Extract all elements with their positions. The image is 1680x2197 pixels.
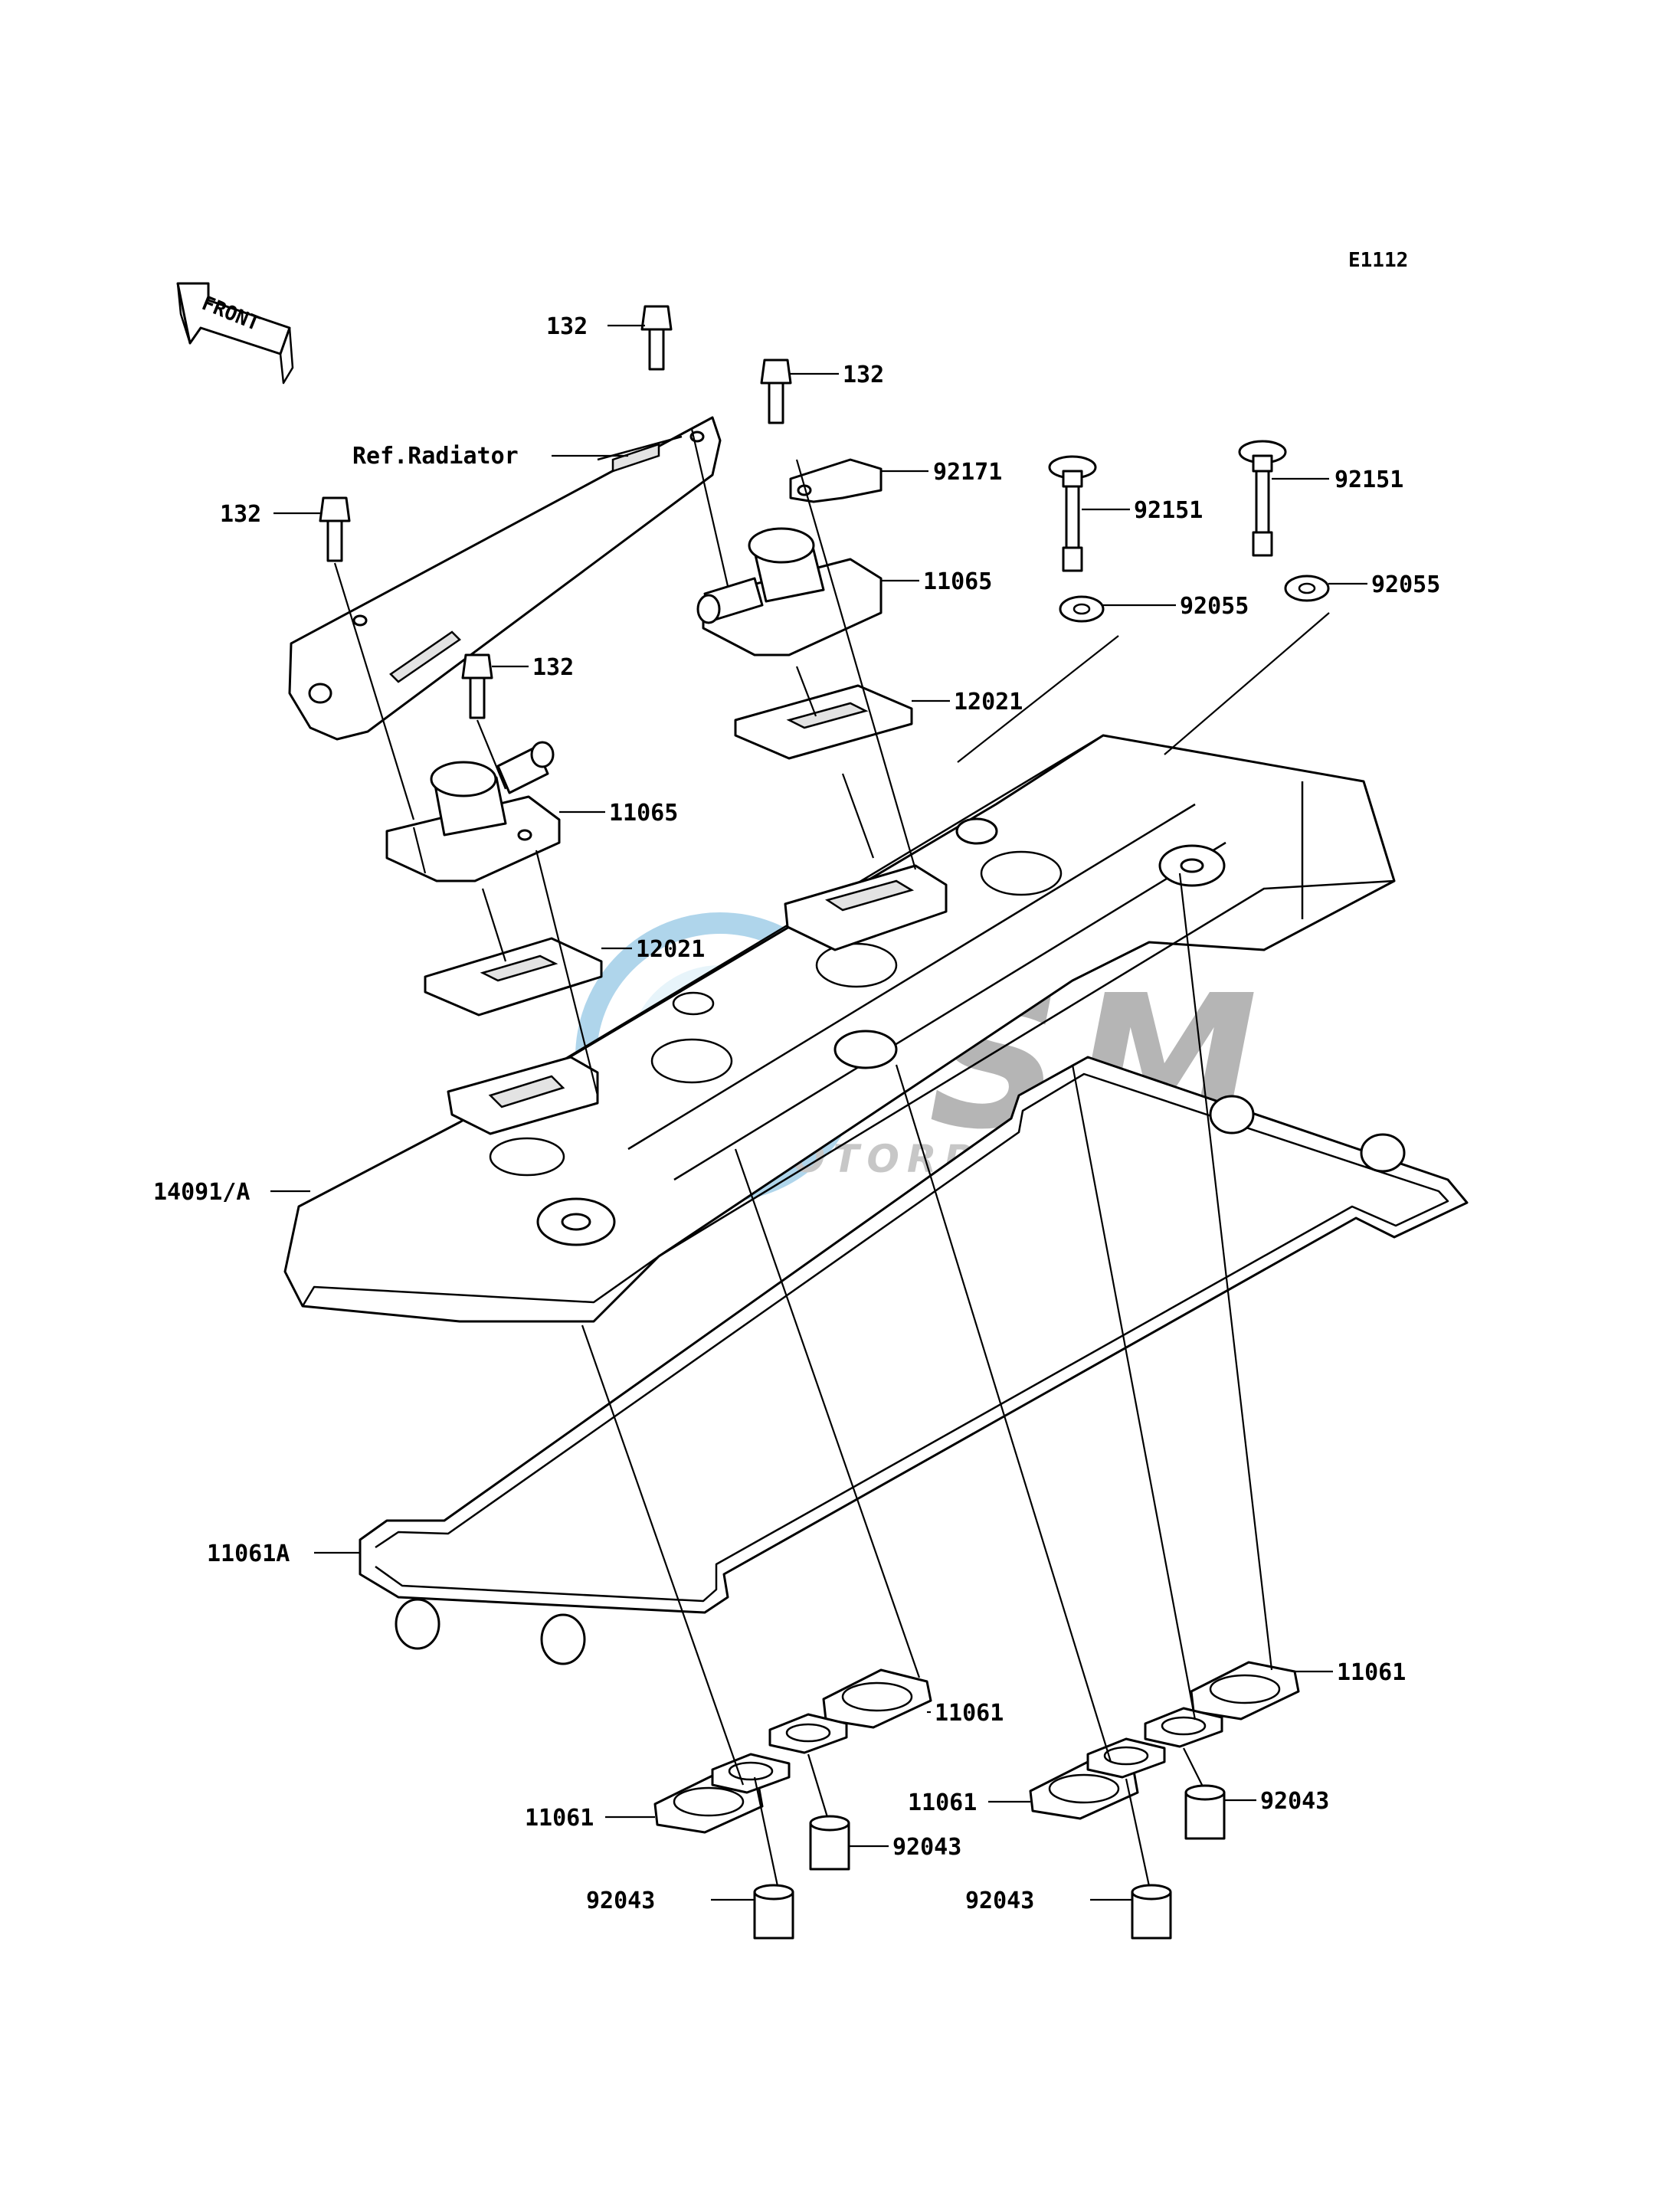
callout-92171: 92171 xyxy=(933,459,1002,486)
collar-92043-right xyxy=(1184,1784,1226,1840)
diagram-code: E1112 xyxy=(1348,249,1408,272)
callout-11061-right: 11061 xyxy=(1337,1659,1406,1686)
cylinder-head-cover xyxy=(283,734,1396,1323)
collar-92043-left xyxy=(753,1884,794,1940)
callout-11061-center: 11061 xyxy=(935,1700,1004,1727)
callout-11065-lower: 11065 xyxy=(609,800,678,827)
washer-92055-left xyxy=(1059,595,1105,623)
callout-92151-left: 92151 xyxy=(1134,497,1203,524)
cap-11065-lower xyxy=(385,741,561,882)
callout-12021-lower: 12021 xyxy=(636,936,705,963)
callout-132-left: 132 xyxy=(220,501,261,528)
washer-92055-right xyxy=(1284,575,1330,602)
plate-12021-upper xyxy=(734,684,913,760)
callout-11061A: 11061A xyxy=(207,1541,290,1567)
bolt-92151-left xyxy=(1048,455,1097,572)
leader-lines xyxy=(270,324,1367,1901)
gasket-11061A xyxy=(359,1056,1469,1665)
callout-11065-upper: 11065 xyxy=(923,568,992,595)
callout-12021-upper: 12021 xyxy=(954,689,1023,715)
assembly-guide-lines xyxy=(333,428,1330,1887)
collar-92043-midright xyxy=(1131,1884,1172,1940)
gasket-11061-midright xyxy=(1029,1737,1166,1820)
bolt-132-lower xyxy=(461,653,493,719)
callout-132-lower: 132 xyxy=(532,654,574,681)
bolt-132-right xyxy=(760,359,792,424)
cap-11065-upper xyxy=(696,527,883,656)
callout-132-top: 132 xyxy=(546,313,588,340)
callout-11061-midright: 11061 xyxy=(908,1789,977,1816)
bolt-92151-right xyxy=(1238,440,1287,557)
callout-92043-left: 92043 xyxy=(586,1888,655,1914)
bolt-132-top xyxy=(640,305,673,371)
gasket-11061-right xyxy=(1144,1661,1300,1748)
callout-92043-center: 92043 xyxy=(892,1834,961,1861)
callout-92055-right: 92055 xyxy=(1371,571,1440,598)
gasket-11061-center xyxy=(768,1668,932,1754)
callout-ref-radiator: Ref.Radiator xyxy=(352,443,519,470)
callout-14091A: 14091/A xyxy=(153,1179,250,1206)
callout-132-right: 132 xyxy=(843,362,884,388)
callout-92055-left: 92055 xyxy=(1180,593,1249,620)
callout-92043-right: 92043 xyxy=(1260,1788,1329,1815)
gasket-11061-left xyxy=(653,1753,791,1834)
callout-11061-left: 11061 xyxy=(525,1805,594,1832)
radiator-bracket xyxy=(288,416,722,741)
bolt-132-left xyxy=(319,496,351,562)
plate-12021-lower xyxy=(424,937,603,1017)
front-arrow-icon: FRONT xyxy=(176,282,294,385)
bracket-92171 xyxy=(789,458,883,503)
callout-92043-midright: 92043 xyxy=(965,1888,1034,1914)
callout-92151-right: 92151 xyxy=(1335,467,1403,493)
collar-92043-center xyxy=(809,1815,850,1871)
